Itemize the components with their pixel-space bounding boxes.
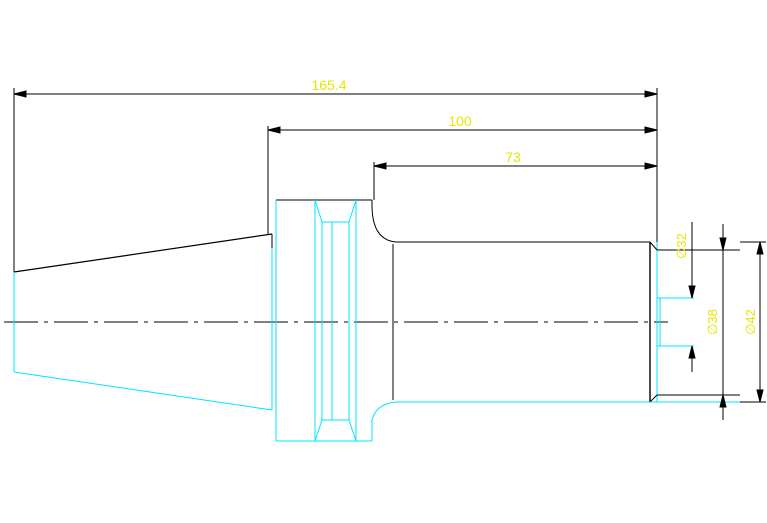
diameter-dimensions	[688, 222, 766, 420]
dimension-lines	[13, 88, 658, 272]
dim-outer-diameter: ∅42	[743, 309, 758, 335]
dim-shank-diameter: ∅38	[705, 309, 720, 335]
dim-flange-to-end: 100	[448, 113, 472, 129]
flange	[275, 199, 397, 442]
dim-bore-diameter: ∅32	[674, 233, 689, 259]
dim-overall-length: 165.4	[311, 77, 346, 93]
taper-shank	[13, 233, 273, 411]
tool-body	[392, 241, 740, 403]
dim-body-length: 73	[505, 149, 521, 165]
